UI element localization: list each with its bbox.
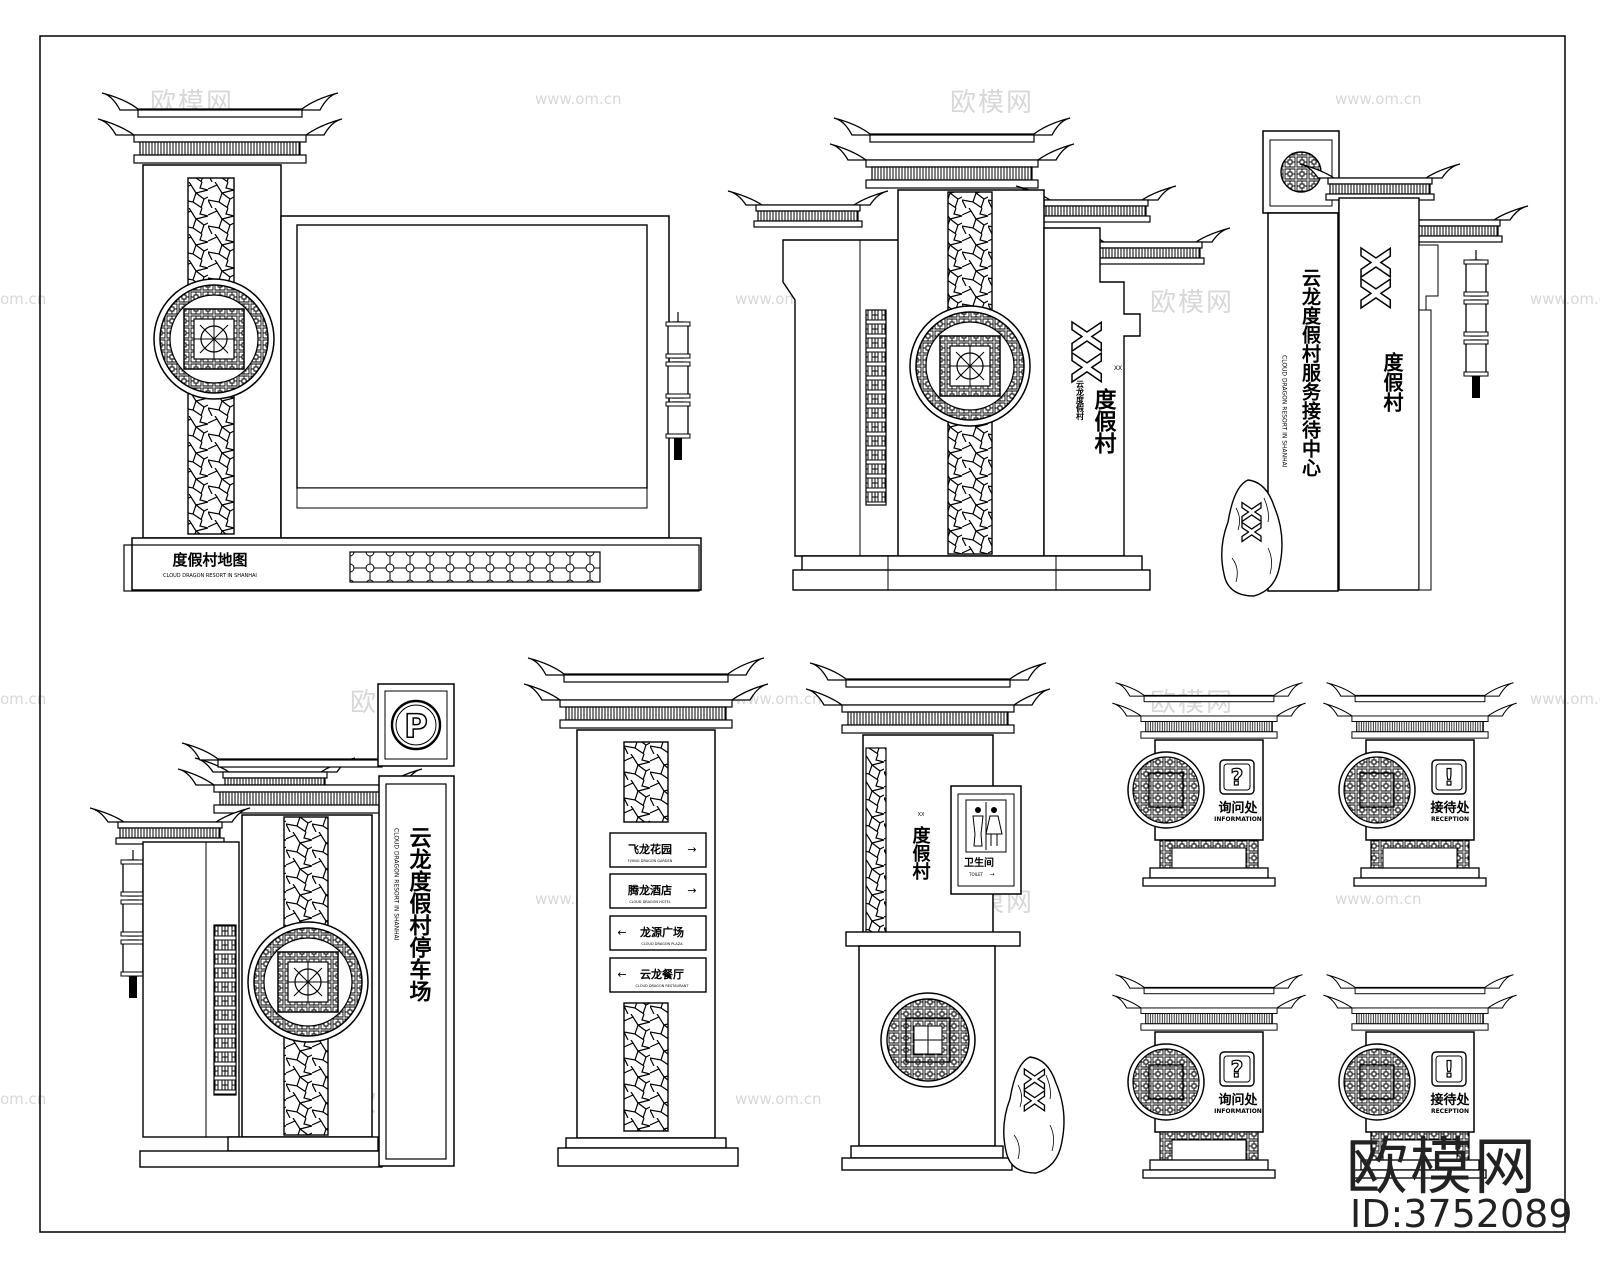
direction-item: ← 云龙餐厅 CLOUD DRAGON RESTAURANT xyxy=(609,957,707,993)
direction-arrow: → xyxy=(687,884,696,897)
parking-vertical-text: 云龙度假村停车场 xyxy=(406,826,432,1003)
brand-id: ID:3752089 xyxy=(1350,1192,1573,1236)
gate-seal: XX xyxy=(1114,365,1122,372)
info-label: 询问处 xyxy=(1218,1092,1258,1108)
info-en: INFORMATION xyxy=(1214,816,1262,823)
reception-sign: ! 接待处 RECEPTION xyxy=(1322,682,1518,887)
service-vertical-en: CLOUD DRAGON RESORT IN SHANHAI xyxy=(1281,355,1288,468)
direction-en: CLOUD DRAGON HOTEL xyxy=(629,900,671,904)
toilet-sign: 卫生间 TOILET → 度假村 XX XX xyxy=(805,662,1065,1174)
service-vertical-text: 云龙度假村服务接待中心 xyxy=(1299,268,1321,477)
direction-sign: 飞龙花园 → FLYING DRAGON GARDEN 腾龙酒店 → CLOUD… xyxy=(523,657,769,1167)
toilet-arrow: → xyxy=(989,871,994,878)
direction-label: 腾龙酒店 xyxy=(628,883,672,897)
map-sign: 度假村地图 CLOUD DRAGON RESORT IN SHANHAI xyxy=(97,92,702,592)
drawing-frame xyxy=(39,35,1566,1233)
parking-vertical-en: CLOUD DRAGON RESORT IN SHANHAI xyxy=(393,828,400,941)
direction-arrow: ← xyxy=(617,926,626,939)
direction-arrow: → xyxy=(687,843,696,856)
direction-en: CLOUD DRAGON PLAZA xyxy=(641,942,683,946)
direction-label: 飞龙花园 xyxy=(628,842,672,856)
info-sign: ? 询问处 INFORMATION xyxy=(1111,682,1307,887)
info-icon: ! xyxy=(1444,766,1454,791)
service-rock-mark: XX xyxy=(1235,502,1265,542)
info-sign: ? 询问处 INFORMATION xyxy=(1111,974,1307,1179)
direction-item: ← 龙源广场 CLOUD DRAGON PLAZA xyxy=(609,915,707,951)
gate-small-text: 云龙度假村 xyxy=(1075,380,1085,421)
info-label: 接待处 xyxy=(1430,800,1470,816)
direction-label: 龙源广场 xyxy=(639,925,684,939)
info-label: 接待处 xyxy=(1430,1092,1470,1108)
map-title: 度假村地图 xyxy=(172,551,247,569)
gate-sign: XX XX 度假村 云龙度假村 xyxy=(727,117,1231,591)
direction-en: CLOUD DRAGON RESTAURANT xyxy=(635,984,689,988)
info-icon: ? xyxy=(1231,1058,1244,1083)
service-brand: 度假村 xyxy=(1380,351,1404,412)
direction-item: 腾龙酒店 → CLOUD DRAGON HOTEL xyxy=(609,873,707,909)
gate-brand: 度假村 xyxy=(1091,387,1117,455)
direction-label: 云龙餐厅 xyxy=(640,967,684,981)
info-icon: ? xyxy=(1231,766,1244,791)
direction-en: FLYING DRAGON GARDEN xyxy=(628,859,673,863)
info-icon: ! xyxy=(1444,1058,1454,1083)
direction-arrow: ← xyxy=(617,968,626,981)
info-en: RECEPTION xyxy=(1431,1108,1469,1115)
toilet-rock-mark: XX xyxy=(1018,1068,1051,1112)
map-subtitle: CLOUD DRAGON RESORT IN SHANHAI xyxy=(163,573,257,579)
toilet-brand: 度假村 xyxy=(910,825,931,880)
toilet-seal: XX xyxy=(918,812,925,818)
parking-sign: P 云龙度假村停车场 CLOUD DRAGON RESORT IN SHANHA… xyxy=(89,683,455,1168)
toilet-en: TOILET xyxy=(968,872,984,877)
brand-logo: 欧模网 xyxy=(1346,1130,1539,1203)
direction-item: 飞龙花园 → FLYING DRAGON GARDEN xyxy=(609,832,707,868)
info-en: INFORMATION xyxy=(1214,1108,1262,1115)
service-mark: XX xyxy=(1351,247,1397,309)
service-sign: 云龙度假村服务接待中心 CLOUD DRAGON RESORT IN SHANH… xyxy=(1221,130,1529,597)
parking-icon-letter: P xyxy=(404,707,427,745)
info-label: 询问处 xyxy=(1218,800,1258,816)
reception-sign: ! 接待处 RECEPTION xyxy=(1322,974,1518,1179)
gate-mark: XX xyxy=(1062,321,1108,383)
toilet-label: 卫生间 xyxy=(964,856,994,869)
info-en: RECEPTION xyxy=(1431,816,1469,823)
